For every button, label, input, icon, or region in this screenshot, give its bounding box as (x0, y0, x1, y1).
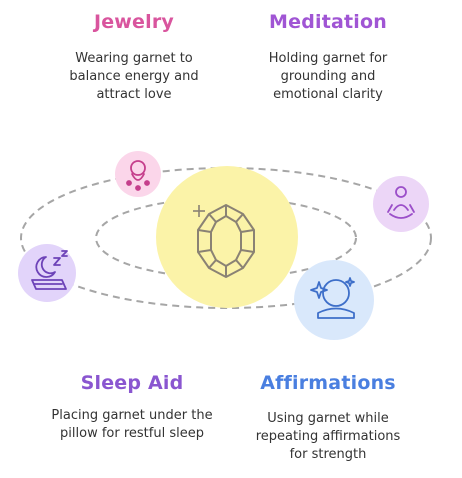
meditation-title: Meditation (269, 11, 387, 33)
meditating-person-icon (387, 186, 415, 219)
affirmations-description: Using garnet while repeating affirmation… (255, 411, 401, 462)
sleep-aid-title: Sleep Aid (80, 372, 184, 394)
meditation-node (373, 176, 429, 232)
pendant-icon (126, 160, 150, 191)
garnet-gem-icon (197, 204, 255, 278)
jewelry-node (115, 151, 161, 197)
affirmations-node (294, 260, 374, 340)
jewelry-title: Jewelry (93, 11, 175, 33)
affirmations-title: Affirmations (260, 372, 396, 394)
meditation-description: Holding garnet for grounding and emotion… (268, 51, 388, 102)
sleep-aid-description: Placing garnet under the pillow for rest… (51, 408, 213, 441)
sparkle-plus-icon (193, 205, 205, 217)
sparkle-moon-icon (310, 277, 355, 319)
inner-orbit (95, 197, 357, 279)
jewelry-description: Wearing garnet to balance energy and att… (69, 51, 199, 102)
center-circle (156, 166, 298, 308)
sleeping-moon-icon (31, 250, 68, 290)
